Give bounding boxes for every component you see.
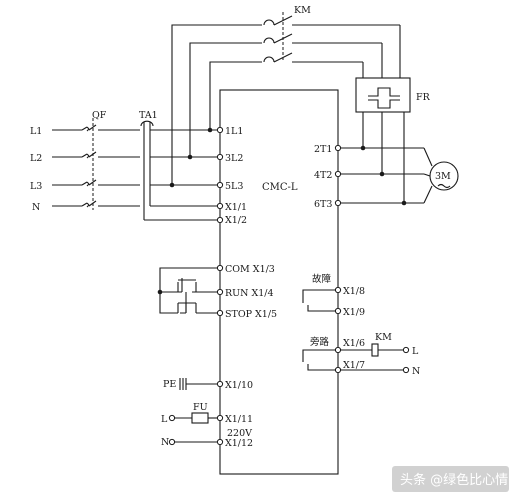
terminal-x1-1: X1/1 bbox=[225, 202, 247, 213]
current-transformer-ta1 bbox=[140, 120, 220, 221]
mains-input bbox=[52, 118, 140, 210]
terminal-3l2: 3L2 bbox=[225, 153, 243, 164]
supply-n-label: N bbox=[161, 437, 169, 448]
label-l2: L2 bbox=[30, 153, 42, 164]
km-top-label: KM bbox=[294, 5, 311, 16]
motor-output: 3M bbox=[338, 112, 459, 206]
pe-label: PE bbox=[163, 379, 176, 390]
breaker-qf bbox=[81, 118, 97, 210]
bypass-relay-output: 旁路 X1/6 X1/7 KM L N bbox=[302, 332, 420, 377]
pe-ground: PE X1/10 bbox=[163, 378, 253, 391]
power-terminals-right: 2T1 4T2 6T3 bbox=[314, 144, 342, 210]
terminal-6t3: 6T3 bbox=[314, 199, 332, 210]
bypass-contactor-km: KM bbox=[169, 5, 400, 188]
label-l3: L3 bbox=[30, 181, 42, 192]
label-ta1: TA1 bbox=[139, 110, 158, 121]
terminal-x1-12: X1/12 bbox=[225, 438, 253, 449]
terminal-stop: STOP X1/5 bbox=[225, 309, 277, 320]
label-n: N bbox=[32, 202, 40, 213]
terminal-x1-6: X1/6 bbox=[343, 338, 365, 349]
terminal-4t2: 4T2 bbox=[314, 170, 332, 181]
model-label: CMC-L bbox=[262, 182, 298, 193]
watermark-text: 头条 @绿色比心情 bbox=[400, 472, 508, 488]
terminal-x1-11: X1/11 bbox=[225, 414, 253, 425]
label-l1: L1 bbox=[30, 126, 42, 137]
control-supply-220v: L FU X1/11 220V N X1/12 bbox=[161, 402, 253, 449]
motor-label: 3M bbox=[435, 171, 451, 182]
terminal-x1-8: X1/8 bbox=[343, 286, 365, 297]
supply-l-label: L bbox=[161, 414, 168, 425]
terminal-2t1: 2T1 bbox=[314, 144, 332, 155]
fault-label: 故障 bbox=[312, 273, 332, 285]
run-stop-control: COM X1/3 RUN X1/4 STOP X1/5 bbox=[157, 264, 277, 320]
terminal-x1-9: X1/9 bbox=[343, 307, 365, 318]
soft-starter-box bbox=[219, 89, 339, 475]
fuse-fu bbox=[191, 412, 209, 424]
km-coil-label: KM bbox=[375, 332, 392, 343]
terminal-x1-7: X1/7 bbox=[343, 360, 365, 371]
fr-label: FR bbox=[416, 92, 431, 103]
watermark: 头条 @绿色比心情 bbox=[392, 466, 509, 492]
terminal-x1-2: X1/2 bbox=[225, 215, 247, 226]
power-terminals-left: 1L1 3L2 5L3 X1/1 X1/2 bbox=[216, 126, 247, 226]
motor-3m bbox=[429, 161, 459, 191]
terminal-run: RUN X1/4 bbox=[225, 288, 274, 299]
out-l-label: L bbox=[412, 346, 419, 357]
fu-label: FU bbox=[193, 402, 208, 413]
out-n-label: N bbox=[412, 366, 420, 377]
terminal-x1-10: X1/10 bbox=[225, 380, 253, 391]
thermal-relay-fr: FR bbox=[355, 77, 431, 113]
label-220v: 220V bbox=[227, 428, 252, 439]
terminal-com: COM X1/3 bbox=[225, 264, 275, 275]
fault-relay-output: 故障 X1/8 X1/9 bbox=[302, 273, 365, 318]
terminal-1l1: 1L1 bbox=[225, 126, 243, 137]
bypass-label: 旁路 bbox=[310, 336, 330, 348]
label-qf: QF bbox=[92, 110, 107, 121]
km-coil bbox=[371, 343, 379, 357]
terminal-5l3: 5L3 bbox=[225, 181, 243, 192]
